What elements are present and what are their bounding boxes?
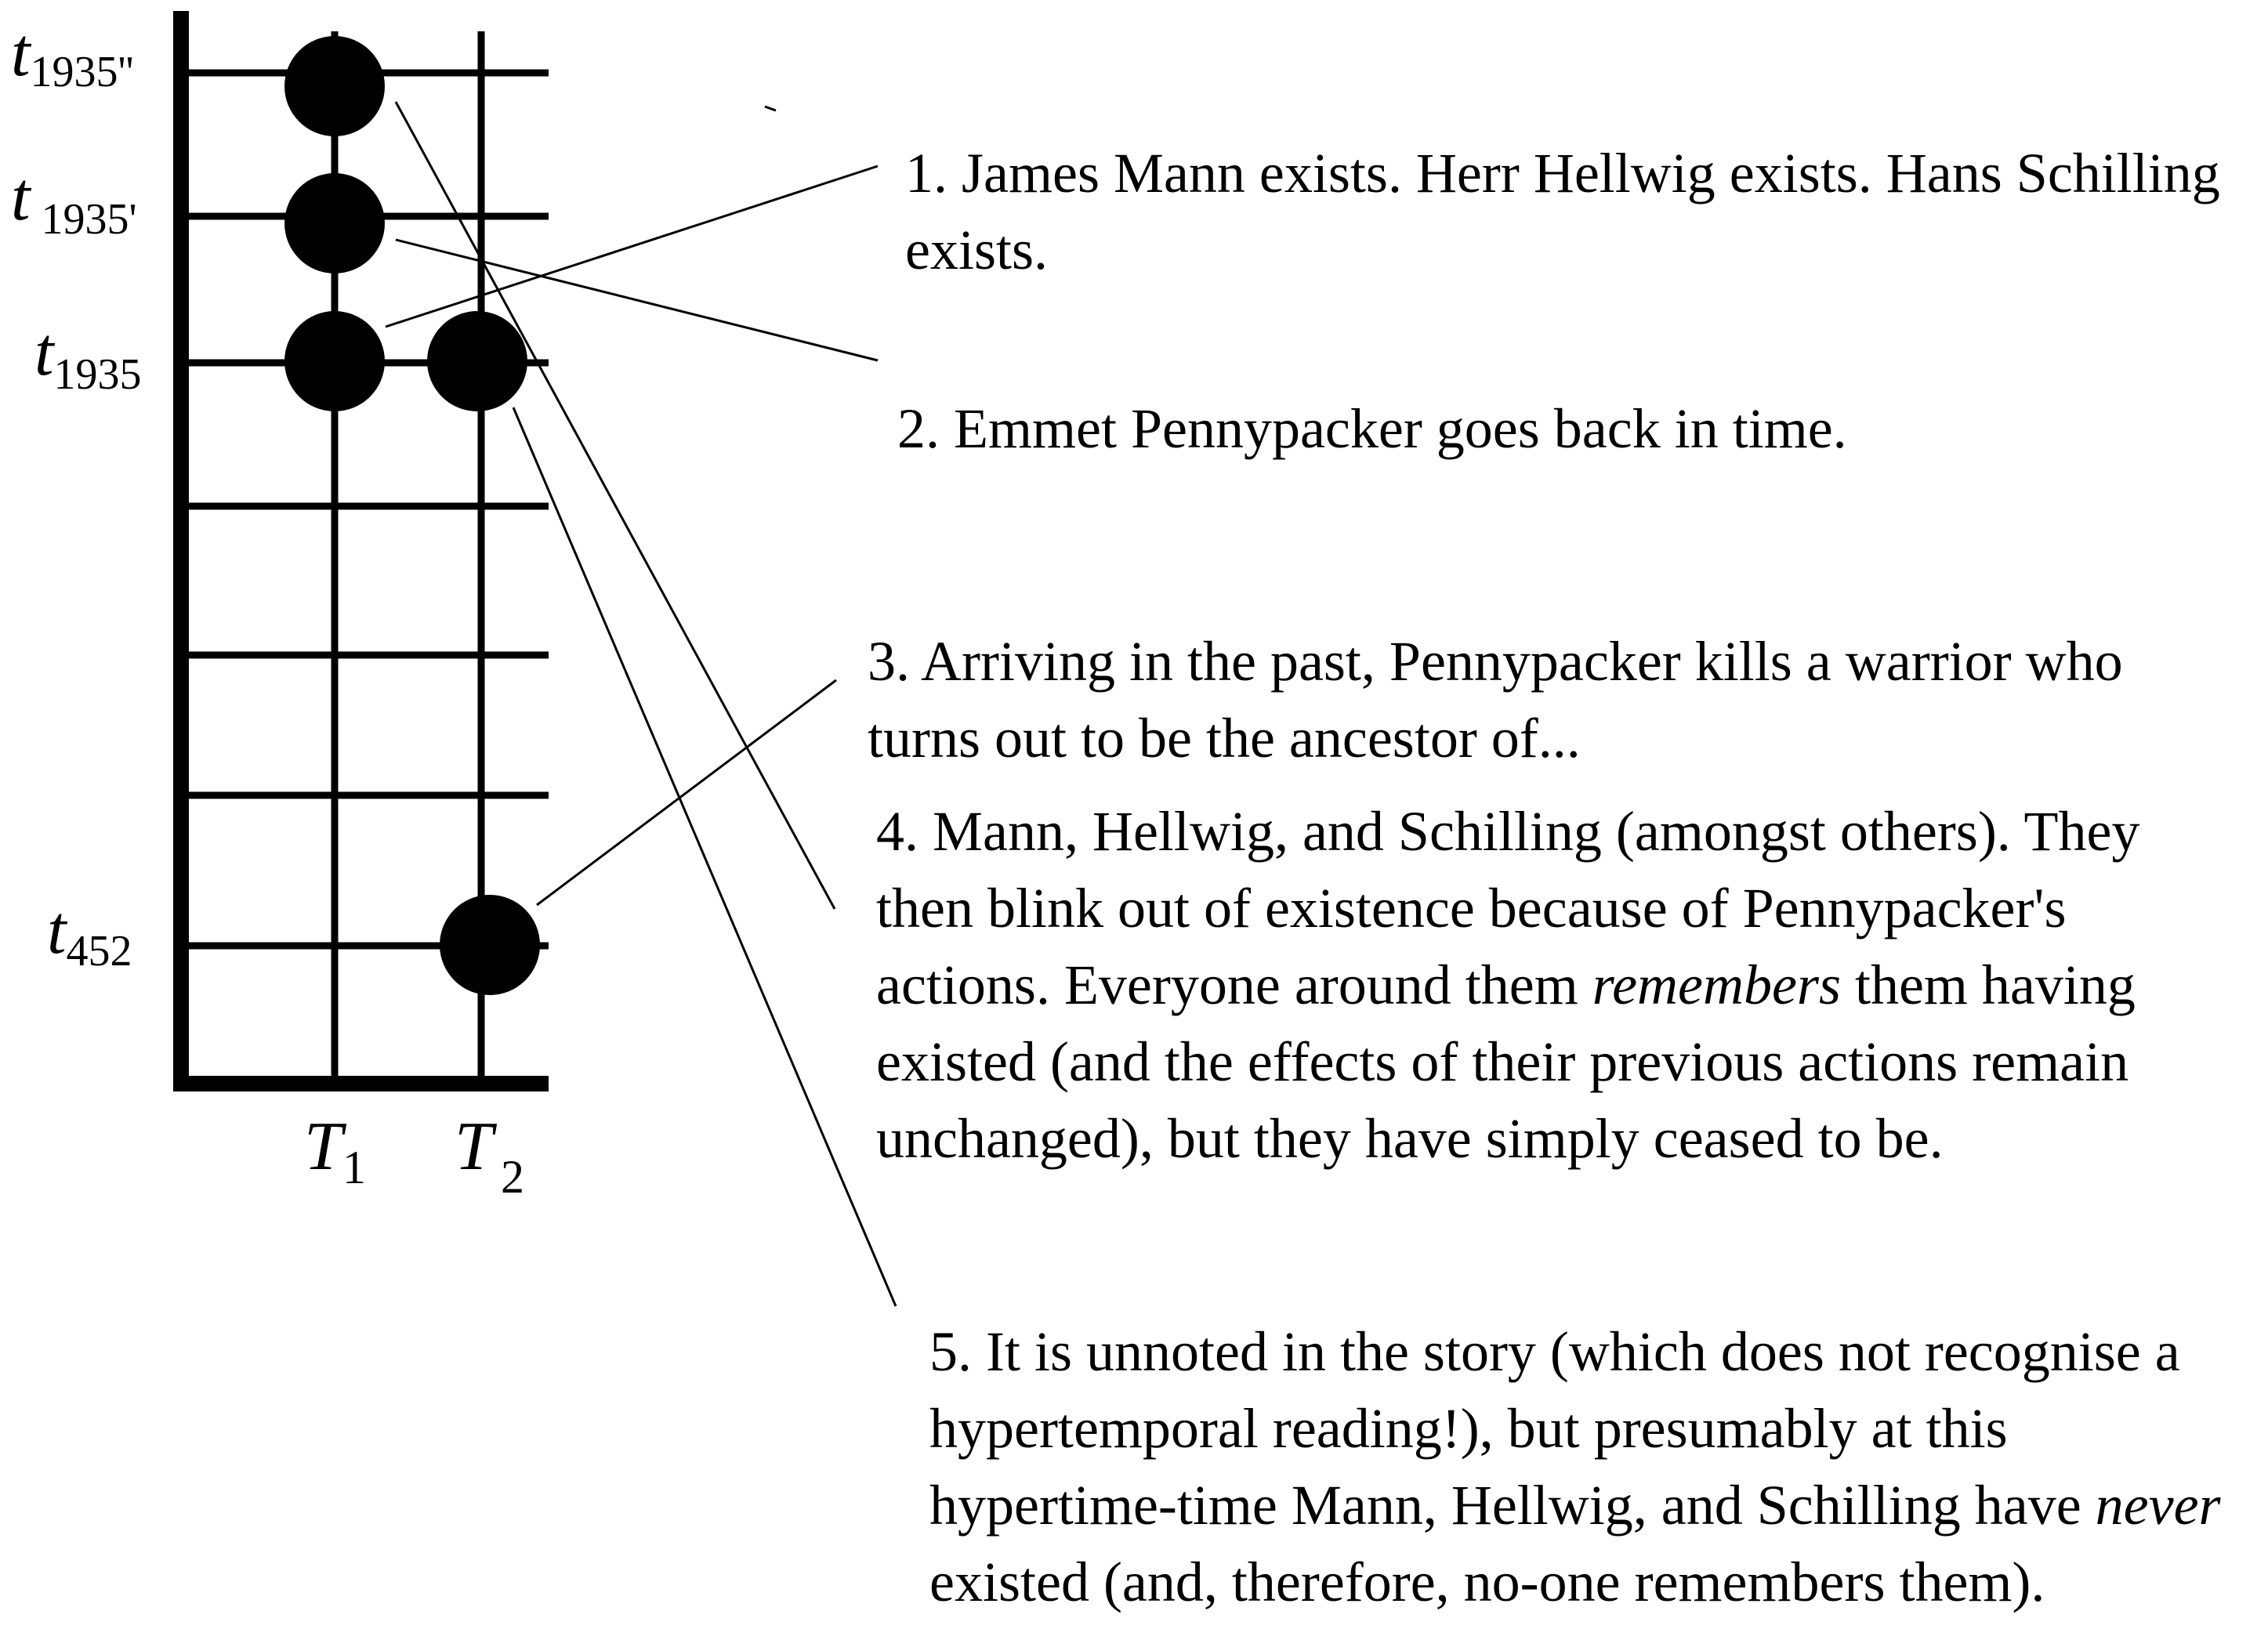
xlabel-T1: T1	[304, 1109, 366, 1193]
ylabel-t1935-sub: 1935	[53, 350, 141, 399]
note-5: 5. It is unnoted in the story (which doe…	[929, 1236, 2254, 1620]
ylabel-t1935-base: t	[34, 314, 56, 390]
note-3: 3. Arriving in the past, Pennypacker kil…	[868, 546, 2247, 776]
note-5-text-b: existed (and, therefore, no-one remember…	[929, 1551, 2045, 1613]
connector-note1	[385, 165, 879, 328]
connector-note2	[395, 238, 879, 362]
ylabel-t1935p-base: t	[11, 159, 32, 235]
note-5-emphasis: never	[2095, 1474, 2221, 1537]
xlabel-T2-base: T	[455, 1109, 498, 1185]
connector-note5	[512, 407, 897, 1307]
note-2: 2. Emmet Pennypacker goes back in time.	[897, 313, 2230, 467]
note-4: 4. Mann, Hellwig, and Schilling (amongst…	[876, 716, 2240, 1177]
dot-T1-t1935	[284, 311, 385, 411]
connector-lines	[385, 101, 897, 1307]
note-5-text-a: 5. It is unnoted in the story (which doe…	[929, 1320, 2180, 1537]
note-1-text: 1. James Mann exists. Herr Hellwig exist…	[905, 142, 2220, 281]
ylabel-t1935pp-base: t	[11, 15, 32, 91]
note-4-emphasis: remembers	[1592, 954, 1841, 1016]
note-2-text: 2. Emmet Pennypacker goes back in time.	[897, 397, 1847, 460]
xlabel-T1-sub: 1	[342, 1142, 366, 1193]
dot-T2-t452	[440, 895, 540, 995]
ylabel-t452-base: t	[47, 892, 68, 968]
dot-T1-t1935p	[284, 173, 385, 273]
connector-note3	[536, 679, 837, 907]
note-4-text-a: 4. Mann, Hellwig, and Schilling (amongst…	[876, 800, 2140, 1016]
ylabel-t452: t452	[47, 892, 132, 976]
note-1: 1. James Mann exists. Herr Hellwig exist…	[905, 58, 2237, 288]
xlabel-T1-base: T	[304, 1109, 347, 1185]
note-3-text: 3. Arriving in the past, Pennypacker kil…	[868, 630, 2123, 769]
xlabel-T2-sub: 2	[501, 1151, 524, 1203]
note-4-text-b: them having existed (and the effects of …	[876, 954, 2136, 1170]
ylabel-t1935p-sub: 1935'	[41, 195, 136, 244]
dot-T1-t1935pp	[284, 36, 385, 136]
ylabel-t452-sub: 452	[66, 927, 132, 976]
dot-T2-t1935	[427, 311, 527, 411]
connector-note4	[394, 101, 836, 910]
ylabel-t1935: t1935	[34, 314, 141, 399]
ylabel-t1935pp: t1935''	[11, 15, 134, 96]
ylabel-t1935pp-sub: 1935''	[30, 48, 133, 96]
stray-mark	[764, 105, 777, 112]
event-dots	[284, 36, 540, 995]
